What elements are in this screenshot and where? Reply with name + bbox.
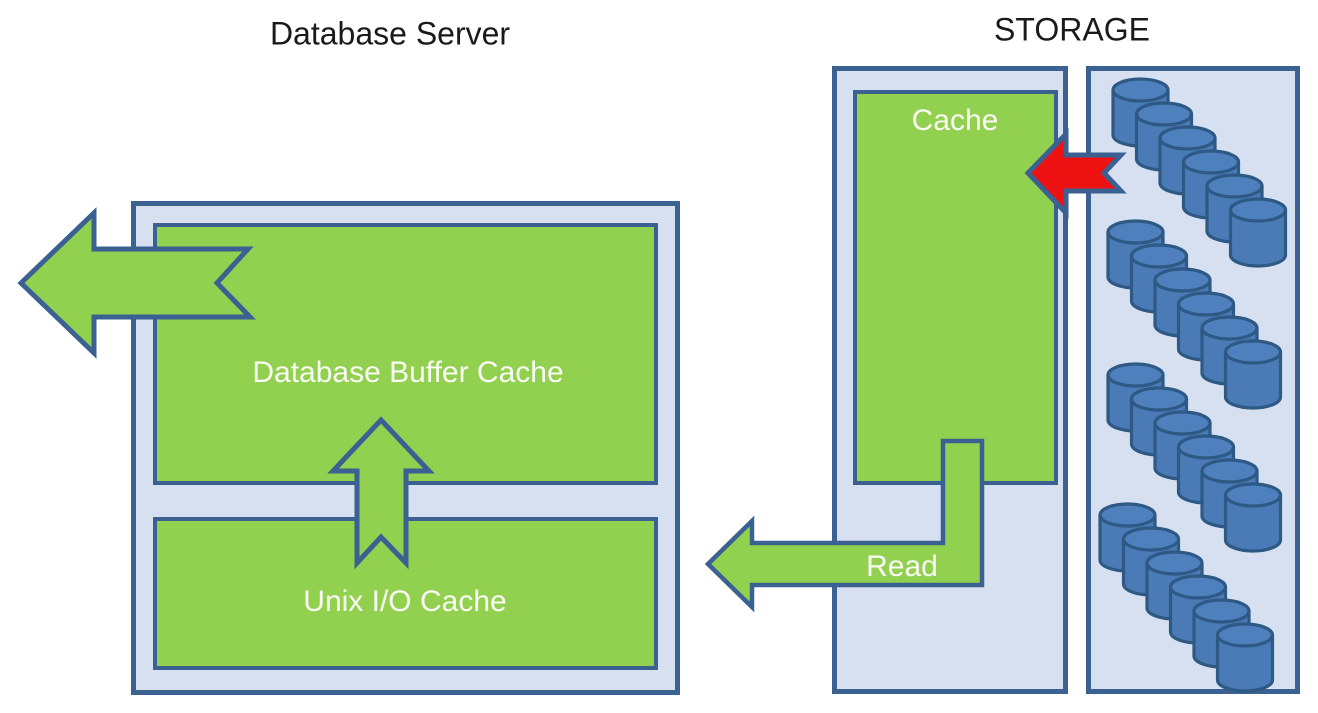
storage-cache-label: Cache — [911, 104, 999, 137]
storage-cache-box — [853, 90, 1058, 485]
read-arrow-label: Read — [866, 550, 938, 583]
database-buffer-cache-box — [153, 223, 658, 485]
storage-disk-panel — [1086, 66, 1300, 694]
database-server-title: Database Server — [269, 15, 511, 52]
database-buffer-cache-label: Database Buffer Cache — [252, 356, 564, 389]
unix-io-cache-label: Unix I/O Cache — [303, 585, 507, 618]
storage-title: STORAGE — [994, 11, 1150, 48]
